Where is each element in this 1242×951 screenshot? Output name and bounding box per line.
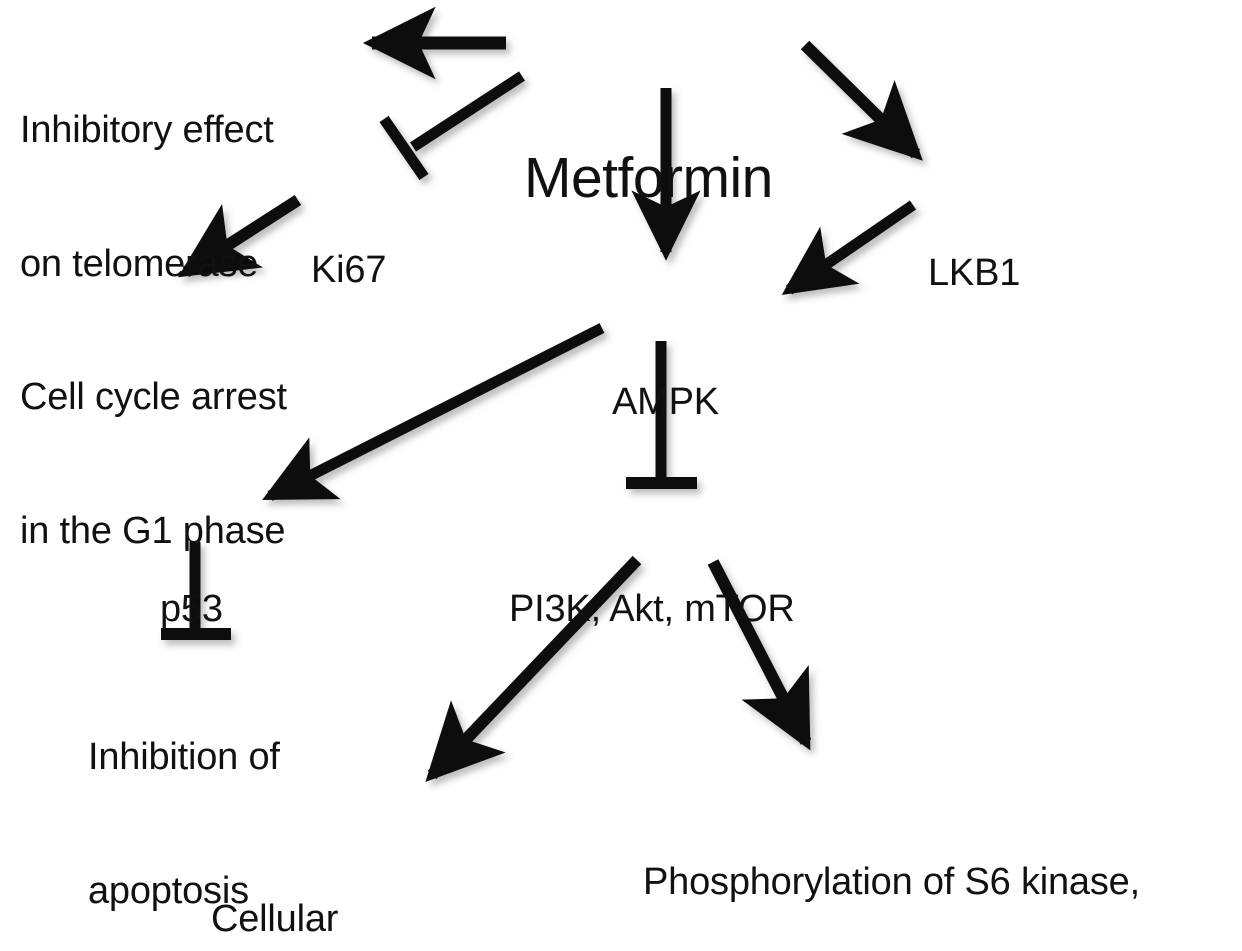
node-ampk: AMPK xyxy=(612,290,719,514)
edge-ki67-to-cell-cycle xyxy=(177,194,302,278)
node-cell-cycle-line-2: in the G1 phase xyxy=(20,510,286,553)
node-ampk-label: AMPK xyxy=(612,380,719,423)
node-inhibitory-effect-line-1: Inhibitory effect xyxy=(20,108,274,151)
edge-pi3k-to-phosphorylation xyxy=(707,559,812,751)
edge-metformin-inhibits-ki67-bar xyxy=(379,115,429,181)
edge-ampk-to-p53 xyxy=(262,323,605,501)
node-inhibition-apoptosis-line-2: apoptosis xyxy=(88,870,249,913)
node-inhibition-of-apoptosis: Inhibition of apoptosis xyxy=(88,645,280,951)
node-ki67-label: Ki67 xyxy=(311,248,387,291)
node-cell-cycle-line-1: Cell cycle arrest xyxy=(20,375,287,418)
edge-lkb1-to-ampk xyxy=(781,200,917,295)
node-pi3k-akt-mtor: PI3K, Akt, mTOR xyxy=(509,497,795,721)
edge-metformin-to-lkb1 xyxy=(800,40,923,161)
node-pi3k-label: PI3K, Akt, mTOR xyxy=(509,587,795,630)
node-cell-cycle-arrest: Cell cycle arrest in the G1 phase xyxy=(20,285,287,644)
node-inhibition-apoptosis-line-1: Inhibition of xyxy=(88,735,280,778)
node-ki67: Ki67 xyxy=(311,158,386,382)
node-inhibitory-effect-on-telomerase: Inhibitory effect on telomerase xyxy=(20,18,274,377)
node-inhibitory-effect-line-2: on telomerase xyxy=(20,243,259,286)
node-phosphorylation-targets: Phosphorylation of S6 kinase, p70 S6 kin… xyxy=(643,770,1140,951)
node-p53: p53 xyxy=(160,497,223,721)
node-lkb1-label: LKB1 xyxy=(928,251,1021,294)
edge-pi3k-to-cellular-proliferation xyxy=(425,555,642,782)
node-p53-label: p53 xyxy=(160,587,223,630)
node-metformin-label: Metformin xyxy=(524,145,773,210)
node-phosphorylation-line-1: Phosphorylation of S6 kinase, xyxy=(643,860,1140,903)
edge-metformin-inhibits-ki67-shaft xyxy=(409,71,526,152)
node-metformin: Metformin xyxy=(524,10,773,346)
node-lkb1: LKB1 xyxy=(928,161,1020,385)
node-cellular-proliferation-line-1: Cellular xyxy=(211,897,339,940)
node-cellular-proliferation: Cellular proliferation xyxy=(211,807,407,951)
